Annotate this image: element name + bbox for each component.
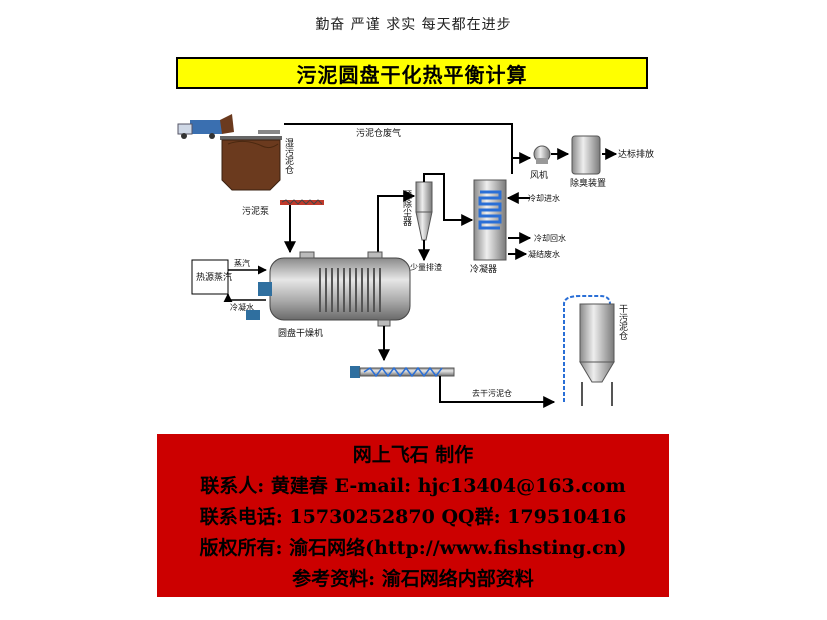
- credits-panel: 网上飞石 制作 联系人: 黄建春 E-mail: hjc13404@163.co…: [157, 434, 669, 597]
- process-flow-diagram: 湿污泥仓 污泥泵 污泥仓废气 风机 除臭装置 达标排放 冷凝器 冷却进水 冷却回…: [177, 114, 654, 408]
- screw-conveyor: [350, 366, 455, 378]
- fan-icon: [533, 145, 551, 164]
- condenser-label: 冷凝器: [470, 263, 497, 275]
- condenser: [473, 179, 507, 261]
- page-title: 污泥圆盘干化热平衡计算: [296, 62, 528, 87]
- wet-sludge-silo-label: 湿污泥仓: [283, 138, 294, 174]
- dry-sludge-silo: [563, 295, 615, 406]
- to-dry-silo-label: 去干污泥仓: [472, 388, 512, 398]
- dust-separator: [415, 181, 433, 241]
- disc-dryer-label: 圆盘干燥机: [278, 327, 323, 339]
- title-banner: 污泥圆盘干化热平衡计算: [176, 57, 648, 89]
- header-motto: 勤奋 严谨 求实 每天都在进步: [315, 17, 512, 33]
- credit-copyright: 版权所有: 渝石网络(http://www.fishsting.cn): [199, 537, 627, 559]
- condensate-water-label: 冷凝水: [230, 302, 254, 312]
- silo-exhaust-label: 污泥仓废气: [356, 127, 401, 139]
- heat-source-box: [191, 259, 229, 295]
- condensate-label: 凝结废水: [528, 249, 560, 259]
- dust-separator-label: 预除尘器: [401, 190, 412, 226]
- small-slag-label: 少量排渣: [410, 262, 442, 272]
- dry-sludge-silo-label: 干污泥仓: [617, 304, 628, 340]
- dump-truck-icon: [177, 114, 234, 139]
- deodorizer-tank: [571, 135, 601, 175]
- heat-source-label: 热源蒸汽: [196, 271, 232, 283]
- steam-label: 蒸汽: [234, 258, 250, 268]
- sludge-pump: [280, 199, 324, 205]
- credit-phone: 联系电话: 15730252870 QQ群: 179510416: [199, 506, 627, 528]
- discharge-label: 达标排放: [618, 148, 654, 160]
- wet-sludge-silo: [220, 130, 282, 191]
- cooling-in-label: 冷却进水: [528, 193, 560, 203]
- cooling-return-label: 冷却回水: [534, 233, 566, 243]
- credit-reference: 参考资料: 渝石网络内部资料: [292, 568, 534, 590]
- credit-author: 网上飞石 制作: [352, 444, 474, 466]
- credit-contact: 联系人: 黄建春 E-mail: hjc13404@163.com: [200, 475, 626, 497]
- deodorizer-label: 除臭装置: [570, 177, 606, 189]
- fan-label: 风机: [530, 169, 548, 181]
- disc-dryer: [246, 251, 411, 327]
- sludge-pump-label: 污泥泵: [242, 205, 269, 217]
